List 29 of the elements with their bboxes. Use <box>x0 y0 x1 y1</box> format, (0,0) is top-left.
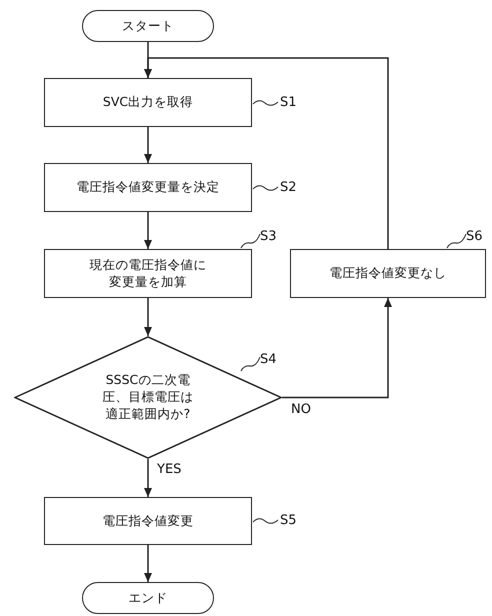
step-number: S5 <box>252 513 297 529</box>
step-number: S3 <box>240 229 277 249</box>
process-box <box>44 249 252 298</box>
process-box <box>44 163 252 212</box>
arrow <box>282 298 392 398</box>
step-number: S1 <box>252 95 297 111</box>
step-number: S4 <box>240 352 277 372</box>
terminal-box <box>82 582 214 614</box>
step-text: SVC出力を取得 <box>102 94 194 111</box>
step-text: 電圧指令値変更なし <box>330 265 446 282</box>
step-number: S6 <box>446 229 483 249</box>
step-text: エンド <box>128 590 168 606</box>
decision-text: SSSCの二次電圧、目標電圧は適正範囲内か? <box>102 372 194 423</box>
process-box <box>290 249 486 298</box>
step-text: スタート <box>122 18 174 34</box>
step-text: 電圧指令値変更 <box>102 512 194 530</box>
arrow <box>144 545 152 582</box>
step-text: 電圧指令値変更量を決定 <box>76 179 220 196</box>
arrow <box>144 127 152 163</box>
terminal-box <box>82 10 214 42</box>
step-number: S2 <box>252 180 297 196</box>
arrow <box>144 459 152 497</box>
arrow <box>144 212 152 249</box>
process-box <box>44 78 252 127</box>
process-box <box>44 497 252 545</box>
arrow <box>144 298 152 336</box>
arrow <box>144 57 389 249</box>
decision-diamond <box>14 336 282 459</box>
step-text: 現在の電圧指令値に変更量を加算 <box>88 256 208 290</box>
